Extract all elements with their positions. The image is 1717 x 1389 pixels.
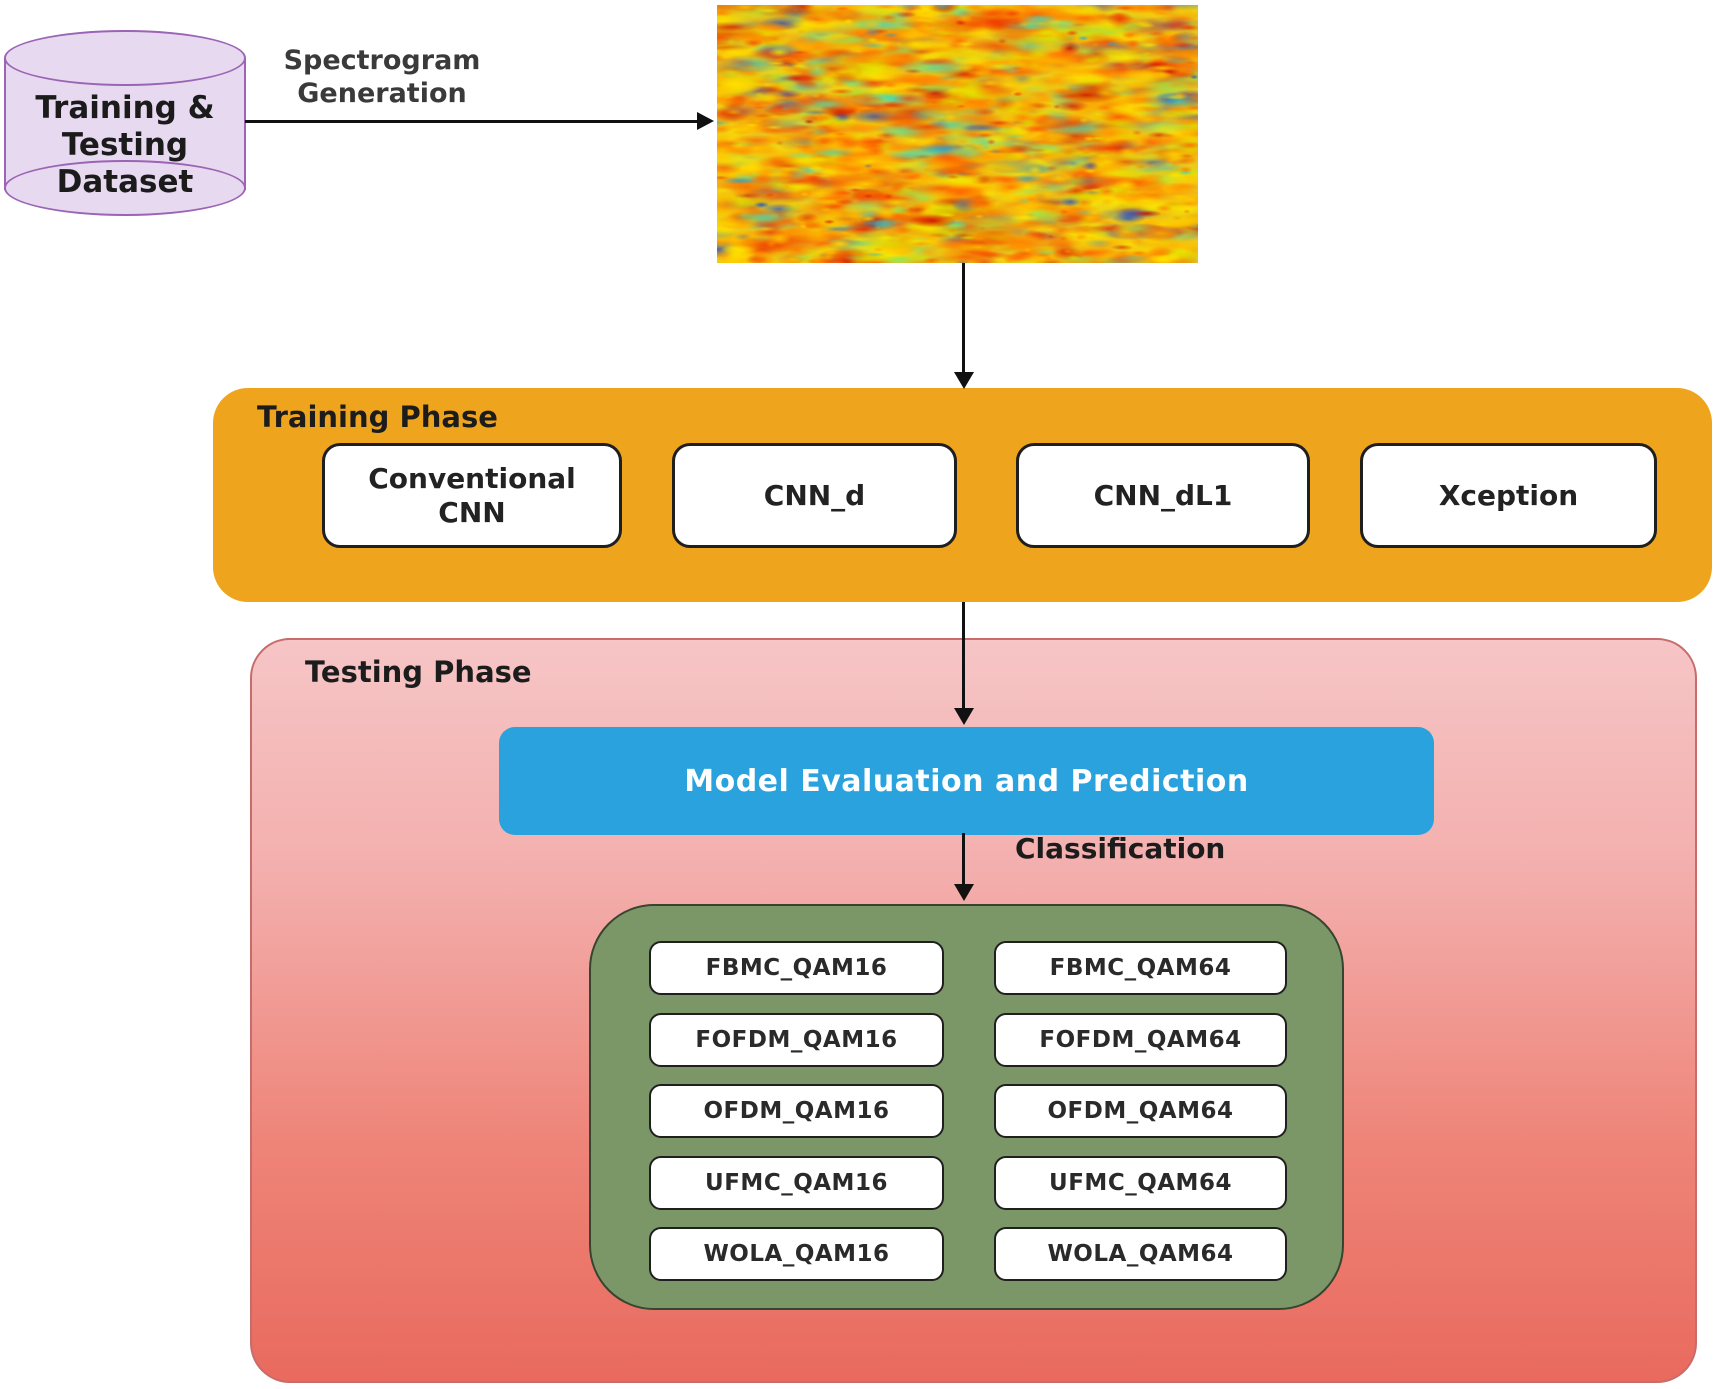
dataset-to-spectrogram-arrow (245, 120, 697, 123)
cylinder-top-ellipse (4, 30, 246, 86)
training-to-evaluation-arrow (962, 602, 965, 709)
evaluation-label: Model Evaluation and Prediction (684, 763, 1249, 799)
training-phase-title: Training Phase (257, 400, 498, 434)
cylinder-bottom-ellipse (4, 160, 246, 216)
class-box-wola-qam64: WOLA_QAM64 (994, 1227, 1287, 1281)
model-box-cnn-dl1: CNN_dL1 (1016, 443, 1310, 548)
training-to-evaluation-arrowhead (954, 708, 974, 725)
class-box-wola-qam16: WOLA_QAM16 (649, 1227, 944, 1281)
spectrogram-image (717, 5, 1198, 263)
spectrogram-to-training-arrow (962, 263, 965, 373)
spectrogram-to-training-arrowhead (954, 372, 974, 389)
class-box-fbmc-qam16: FBMC_QAM16 (649, 941, 944, 995)
dataset-to-spectrogram-arrowhead (697, 112, 714, 130)
class-box-fbmc-qam64: FBMC_QAM64 (994, 941, 1287, 995)
testing-phase-box: Testing Phase Model Evaluation and Predi… (250, 638, 1697, 1383)
class-box-fofdm-qam64: FOFDM_QAM64 (994, 1013, 1287, 1067)
class-box-ofdm-qam64: OFDM_QAM64 (994, 1084, 1287, 1138)
evaluation-to-classes-arrowhead (954, 884, 974, 901)
class-box-ufmc-qam16: UFMC_QAM16 (649, 1156, 944, 1210)
training-phase-box: Training Phase Conventional CNN CNN_d CN… (213, 388, 1712, 602)
class-box-ufmc-qam64: UFMC_QAM64 (994, 1156, 1287, 1210)
testing-phase-title: Testing Phase (305, 655, 532, 689)
model-box-conventional-cnn: Conventional CNN (322, 443, 622, 548)
model-box-cnn-d: CNN_d (672, 443, 957, 548)
model-box-xception: Xception (1360, 443, 1657, 548)
class-box-ofdm-qam16: OFDM_QAM16 (649, 1084, 944, 1138)
evaluation-box: Model Evaluation and Prediction (499, 727, 1434, 835)
classes-box: FBMC_QAM16 FOFDM_QAM16 OFDM_QAM16 UFMC_Q… (589, 904, 1344, 1310)
class-box-fofdm-qam16: FOFDM_QAM16 (649, 1013, 944, 1067)
evaluation-to-classes-arrow (962, 833, 965, 885)
spectrogram-generation-label: Spectrogram Generation (283, 45, 481, 109)
classification-label: Classification (1015, 832, 1226, 865)
dataset-cylinder: Training & Testing Dataset (4, 30, 246, 216)
dataset-label: Training & Testing Dataset (35, 90, 215, 200)
